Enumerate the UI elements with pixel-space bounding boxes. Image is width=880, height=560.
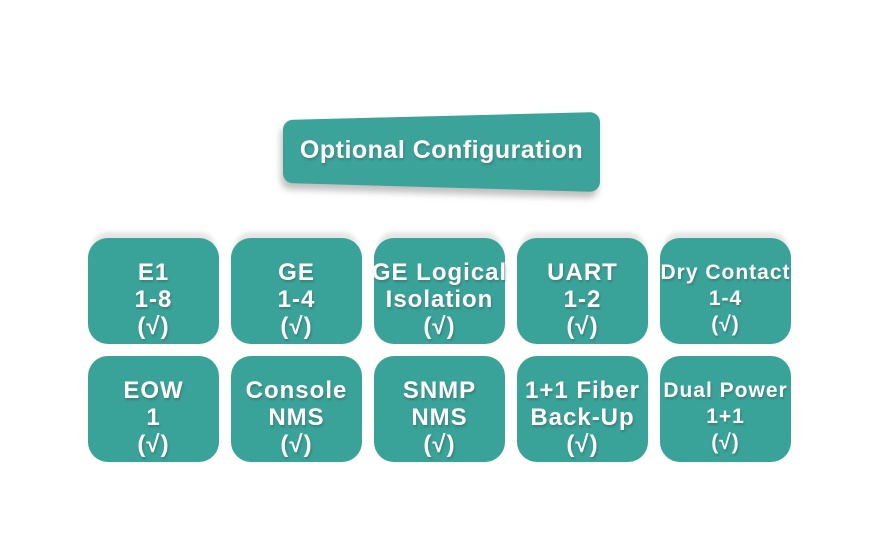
card-title: Console	[245, 376, 348, 404]
config-card-dual-power: Dual Power 1+1 (√)	[660, 356, 791, 462]
card-check: (√)	[137, 430, 170, 458]
card-check: (√)	[280, 312, 313, 340]
config-card-snmp-nms: SNMP NMS (√)	[374, 356, 505, 462]
card-title: EOW	[123, 376, 184, 404]
card-title: GE	[278, 258, 315, 286]
card-range: 1-2	[563, 285, 602, 313]
card-title: 1+1 Fiber	[524, 376, 641, 404]
card-title: SNMP	[402, 376, 477, 404]
card-range: 1	[146, 403, 161, 431]
card-check: (√)	[711, 431, 740, 454]
card-range: 1-8	[134, 285, 173, 313]
card-check: (√)	[711, 313, 740, 336]
card-title-2: NMS	[411, 403, 468, 431]
header-title: Optional Configuration	[299, 135, 584, 164]
config-card-ge-logical-isolation: GE Logical Isolation (√)	[371, 238, 508, 344]
card-range: 1-4	[708, 287, 743, 310]
config-card-e1: E1 1-8 (√)	[88, 238, 219, 344]
card-check: (√)	[137, 312, 170, 340]
config-grid: E1 1-8 (√) GE 1-4 (√) GE Logical Isolati…	[88, 238, 791, 462]
card-title-2: Isolation	[385, 285, 494, 313]
card-check: (√)	[423, 430, 456, 458]
card-title: UART	[547, 258, 618, 286]
config-card-uart: UART 1-2 (√)	[517, 238, 648, 344]
card-title-2: NMS	[268, 403, 325, 431]
card-range: 1-4	[277, 285, 316, 313]
card-range: 1+1	[706, 405, 745, 428]
config-card-ge: GE 1-4 (√)	[231, 238, 362, 344]
card-check: (√)	[566, 312, 599, 340]
config-card-dry-contact: Dry Contact 1-4 (√)	[660, 238, 791, 344]
card-title: E1	[137, 258, 170, 286]
config-card-fiber-backup: 1+1 Fiber Back-Up (√)	[517, 356, 648, 462]
card-title: GE Logical	[371, 258, 508, 286]
card-title-2: Back-Up	[530, 403, 635, 431]
config-card-eow: EOW 1 (√)	[88, 356, 219, 462]
card-title: Dual Power	[663, 379, 788, 402]
card-check: (√)	[280, 430, 313, 458]
header-banner-bg	[282, 112, 600, 192]
config-card-console-nms: Console NMS (√)	[231, 356, 362, 462]
card-check: (√)	[566, 430, 599, 458]
card-title: Dry Contact	[660, 261, 791, 284]
card-check: (√)	[423, 312, 456, 340]
header-banner-shape	[282, 112, 600, 192]
